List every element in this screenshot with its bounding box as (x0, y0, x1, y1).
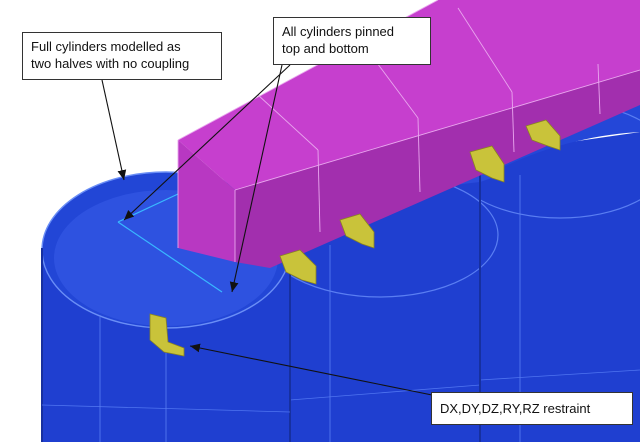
bracket-icon (149, 119, 561, 357)
arrow-icon (101, 64, 433, 396)
callout-restraint: DX,DY,DZ,RY,RZ restraint (431, 392, 633, 425)
callout-cylinder-halves: Full cylinders modelled as two halves wi… (22, 32, 222, 80)
callout-pinned: All cylinders pinned top and bottom (273, 17, 431, 65)
beam (177, 0, 640, 268)
